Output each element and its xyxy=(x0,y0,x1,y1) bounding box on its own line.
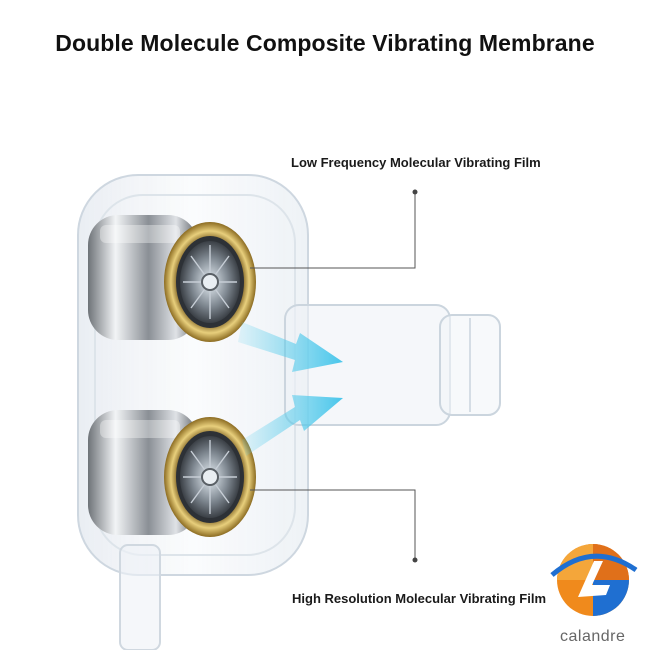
brand-logo xyxy=(550,544,638,616)
high-resolution-label: High Resolution Molecular Vibrating Film xyxy=(292,591,547,606)
page-title: Double Molecule Composite Vibrating Memb… xyxy=(55,30,595,56)
high-resolution-driver xyxy=(88,410,256,537)
sound-arrow-lower xyxy=(242,395,343,456)
low-frequency-driver xyxy=(88,215,256,342)
sound-arrow-upper xyxy=(238,322,343,372)
low-frequency-label: Low Frequency Molecular Vibrating Film xyxy=(291,155,541,170)
brand-name: calandre xyxy=(560,628,626,645)
leader-lines xyxy=(250,192,416,560)
